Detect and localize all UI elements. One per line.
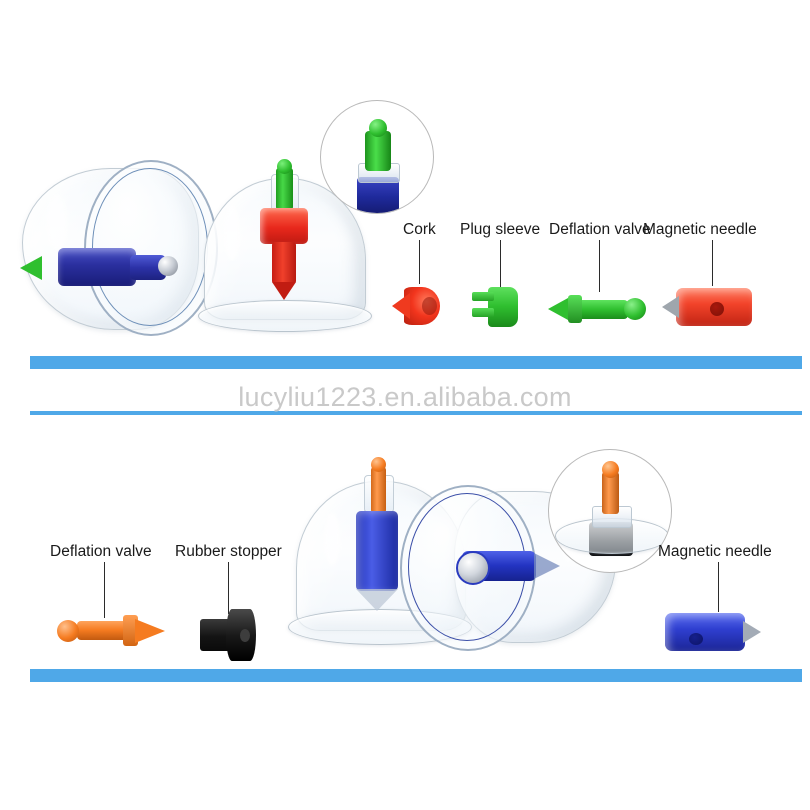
cup-opening-inner-ring: [92, 168, 208, 326]
glass-highlight: [224, 206, 240, 260]
leader-line-magnetic-needle-bottom: [718, 562, 719, 612]
part-deflation-valve: [546, 292, 652, 326]
callout-label-deflation-valve-bottom: Deflation valve: [50, 543, 152, 560]
part-deflation-valve-orange: [57, 613, 173, 649]
leader-line-rubber-stopper: [228, 562, 229, 614]
top-product-panel: Cork Plug sleeve Deflation valve Magneti…: [0, 0, 810, 358]
watermark-text: lucyliu1223.en.alibaba.com: [238, 382, 572, 412]
cup-valve-body: [58, 248, 136, 286]
inset-green-valve-body: [365, 131, 391, 171]
cup-valve-orange-body: [371, 467, 386, 513]
top-upright-cup: [198, 159, 373, 335]
glass-highlight: [324, 513, 340, 565]
callout-label-cork: Cork: [403, 221, 436, 238]
cup-valve-orange-knob: [371, 457, 386, 472]
leader-line-cork: [419, 240, 420, 284]
divider-bar-bottom: [30, 669, 802, 682]
bottom-product-panel: Deflation valve Rubber stopper: [0, 425, 810, 670]
part-magnetic-needle-blue: [665, 611, 769, 653]
callout-label-magnetic-needle: Magnetic needle: [643, 221, 757, 238]
bottom-valve-detail-inset: [548, 449, 672, 573]
part-cork: [392, 285, 442, 327]
callout-label-plug-sleeve: Plug sleeve: [460, 221, 541, 238]
leader-line-magnetic-needle: [712, 240, 713, 286]
inset-blue-base: [357, 177, 399, 213]
cup-valve-green-body: [276, 168, 293, 210]
cup-needle-far-tip: [534, 553, 560, 579]
callout-label-rubber-stopper: Rubber stopper: [175, 543, 282, 560]
glass-highlight: [46, 194, 68, 250]
cup-blue-needle-body: [356, 511, 398, 591]
leader-line-deflation-valve-bottom: [104, 562, 105, 618]
divider-bar-top: [30, 356, 802, 369]
divider-bar-thin: [30, 411, 802, 415]
cup-red-needle-tip: [272, 282, 296, 300]
inset-orange-valve-body: [602, 472, 619, 514]
callout-label-deflation-valve: Deflation valve: [549, 221, 651, 238]
cup-rim: [198, 300, 372, 332]
cup-valve-metal-ball: [158, 256, 178, 276]
cup-needle-metal-ball: [456, 551, 490, 585]
leader-line-deflation-valve: [599, 240, 600, 292]
part-rubber-stopper: [200, 609, 264, 661]
inset-green-valve-knob: [369, 119, 387, 137]
top-valve-detail-inset: [320, 100, 434, 214]
cup-valve-green-knob: [277, 159, 292, 174]
cup-red-needle-shaft: [272, 242, 296, 284]
callout-label-magnetic-needle-bottom: Magnetic needle: [658, 543, 772, 560]
cup-valve-green-tip: [20, 256, 42, 280]
leader-line-plug-sleeve: [500, 240, 501, 288]
cup-blue-needle-tip: [356, 589, 398, 611]
cup-red-needle-head: [260, 208, 308, 244]
part-plug-sleeve: [472, 287, 524, 327]
inset-orange-valve-knob: [602, 461, 619, 478]
part-magnetic-needle: [662, 286, 762, 328]
top-tilted-cup: [18, 160, 223, 336]
